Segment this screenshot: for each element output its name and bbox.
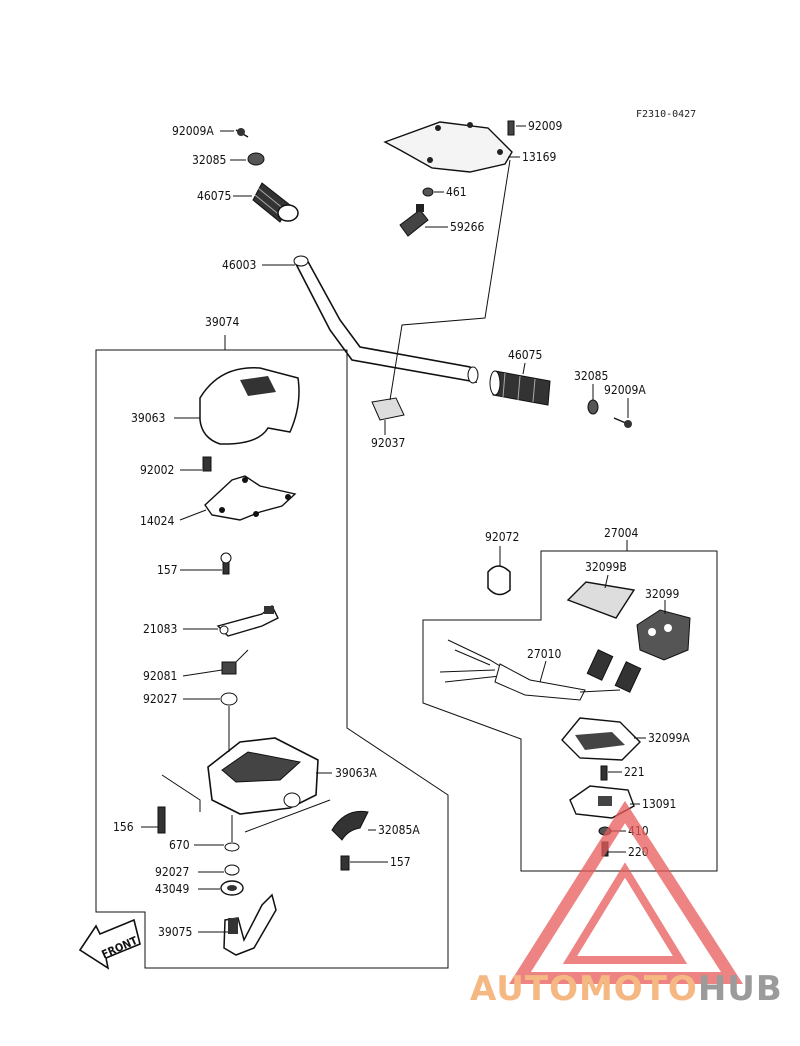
- label-32085A: 32085A: [378, 823, 420, 837]
- throttle-lever-39075: [223, 893, 277, 956]
- label-156: 156: [113, 820, 134, 834]
- nut-92027-top: [220, 692, 238, 706]
- watermark-text-hub: HUB: [698, 969, 783, 1009]
- watermark-triangle-icon: [509, 800, 744, 984]
- watermark: AUTOMOTOHUB: [470, 800, 783, 1009]
- label-92027-top: 92027: [143, 692, 177, 706]
- screw-221: [600, 765, 608, 781]
- screw-157-top: [220, 552, 232, 575]
- label-92081: 92081: [143, 669, 177, 683]
- washer-461: [422, 187, 434, 197]
- label-46003: 46003: [222, 258, 256, 272]
- pad-32099B: [566, 581, 636, 619]
- washer-670: [224, 842, 240, 852]
- label-32099: 32099: [645, 587, 679, 601]
- watermark-inner-triangle-icon: [562, 862, 688, 964]
- bolt-92009A-right: [613, 417, 632, 428]
- label-157-top: 157: [157, 563, 178, 577]
- screw-92002: [202, 456, 212, 472]
- label-39063A: 39063A: [335, 766, 377, 780]
- assembly-box-39074: [95, 335, 449, 969]
- label-43049: 43049: [155, 882, 189, 896]
- label-157-bottom: 157: [390, 855, 411, 869]
- label-92037: 92037: [371, 436, 405, 450]
- label-461: 461: [446, 185, 467, 199]
- label-13169: 13169: [522, 150, 556, 164]
- grip-46075-left: [252, 182, 299, 223]
- label-46075-top: 46075: [197, 189, 231, 203]
- label-27010: 27010: [527, 647, 561, 661]
- label-39075: 39075: [158, 925, 192, 939]
- clamp-92037: [371, 397, 405, 421]
- label-92009A-top: 92009A: [172, 124, 214, 138]
- label-13091: 13091: [642, 797, 676, 811]
- front-arrow: FRONT: [78, 918, 141, 970]
- label-46075-right: 46075: [508, 348, 542, 362]
- holder-32099: [636, 609, 691, 661]
- assembly-box-27004: [422, 540, 718, 872]
- label-32085-right: 32085: [574, 369, 608, 383]
- bolt-92009: [507, 120, 515, 136]
- label-39074: 39074: [205, 315, 239, 329]
- label-32085-top: 32085: [192, 153, 226, 167]
- label-27004: 27004: [604, 526, 638, 540]
- watermark-text-automoto: AUTOMOTO: [470, 969, 698, 1009]
- base-13091: [569, 785, 635, 819]
- switch-92081: [221, 649, 249, 675]
- bolt-156: [157, 806, 166, 834]
- lever-21083: [216, 604, 279, 637]
- label-21083: 21083: [143, 622, 177, 636]
- cover-39063: [199, 367, 300, 445]
- label-92009: 92009: [528, 119, 562, 133]
- grip-46075-right: [489, 370, 551, 406]
- nut-92027-bottom: [224, 864, 240, 876]
- bolt-92009A-top: [235, 128, 249, 138]
- bracket-13169: [383, 121, 513, 173]
- switch-59266: [399, 204, 429, 237]
- label-92009A-right: 92009A: [604, 383, 646, 397]
- handlebar-46003: [293, 255, 479, 384]
- label-221: 221: [624, 765, 645, 779]
- screw-157-bottom: [340, 855, 350, 871]
- label-32099A: 32099A: [648, 731, 690, 745]
- leader-lines-left: [141, 417, 388, 933]
- label-32099B: 32099B: [585, 560, 627, 574]
- cap-32085-right: [587, 399, 599, 415]
- seal-43049: [220, 880, 244, 896]
- figure-code: F2310-0427: [636, 109, 696, 120]
- label-92072: 92072: [485, 530, 519, 544]
- gasket-14024: [204, 475, 297, 521]
- label-39063: 39063: [131, 411, 165, 425]
- cap-32085-top: [247, 152, 265, 166]
- svg-text:AUTOMOTOHUB: AUTOMOTOHUB: [470, 969, 783, 1009]
- housing-39063A: [207, 737, 319, 815]
- grip-32085A: [331, 810, 369, 841]
- clip-92072: [487, 565, 511, 596]
- label-59266: 59266: [450, 220, 484, 234]
- label-670: 670: [169, 838, 190, 852]
- cover-32099A: [561, 717, 641, 761]
- label-92002: 92002: [140, 463, 174, 477]
- label-92027-bottom: 92027: [155, 865, 189, 879]
- leader-lines-top: [220, 125, 629, 435]
- label-14024: 14024: [140, 514, 174, 528]
